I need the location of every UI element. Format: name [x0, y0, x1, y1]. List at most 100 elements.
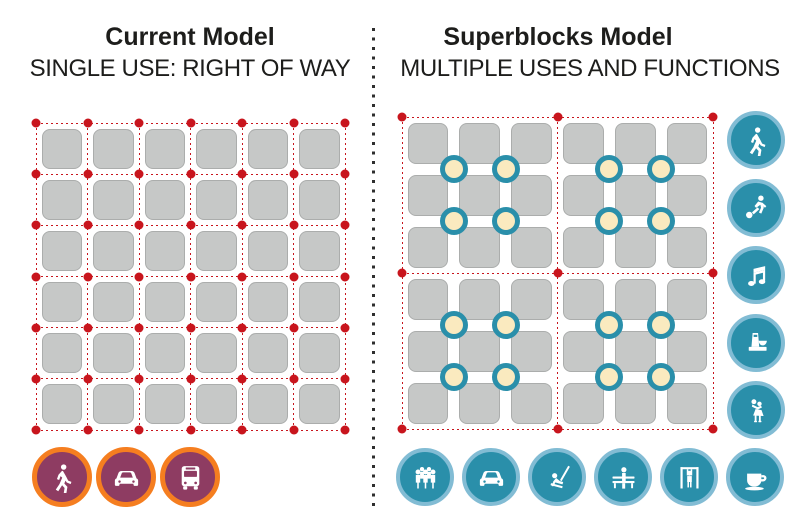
- intersection-dot: [134, 169, 144, 179]
- city-block: [196, 384, 237, 425]
- intersection-dot: [186, 169, 195, 179]
- soccer-badge: [727, 178, 785, 237]
- intersection-dot: [31, 323, 41, 333]
- city-block: [299, 384, 340, 425]
- city-block: [459, 330, 501, 372]
- intersection-dot: [289, 323, 298, 333]
- city-block: [41, 384, 82, 425]
- intersection-dot: [186, 272, 195, 281]
- intersection-dot: [186, 425, 195, 435]
- intersection-dot: [340, 169, 350, 179]
- interior-intersection-node: [595, 155, 624, 183]
- intersection-dot: [83, 220, 92, 230]
- interior-intersection-node: [439, 363, 468, 391]
- bus-icon: [181, 465, 199, 490]
- panel-divider-dotted-line: [372, 28, 375, 506]
- city-block: [196, 128, 237, 169]
- intersection-dot: [31, 118, 41, 128]
- interior-intersection-node: [647, 207, 676, 235]
- city-block: [563, 226, 604, 268]
- intersection-dot: [397, 424, 407, 434]
- interior-intersection-node: [491, 155, 520, 183]
- interior-intersection-node: [439, 311, 468, 339]
- intersection-dot: [237, 272, 247, 281]
- city-block: [666, 382, 708, 424]
- city-block: [299, 230, 340, 271]
- city-block: [407, 122, 449, 164]
- dancing-badge: [727, 381, 785, 439]
- music-icon: [747, 265, 765, 286]
- intersection-dot: [134, 425, 144, 435]
- music-badge: [727, 246, 785, 304]
- city-block: [614, 330, 656, 372]
- city-block: [511, 122, 552, 164]
- soccer-icon: [745, 195, 766, 219]
- intersection-dot: [186, 118, 195, 128]
- city-block: [407, 382, 449, 424]
- superblock-street-grid: [397, 112, 718, 434]
- city-block: [144, 230, 185, 271]
- city-block: [247, 230, 288, 271]
- intersection-dot: [340, 118, 350, 128]
- interior-intersection-node: [595, 311, 624, 339]
- city-block: [93, 179, 134, 220]
- intersection-dot: [340, 220, 350, 230]
- city-block: [563, 330, 604, 372]
- interior-intersection-node: [491, 207, 520, 235]
- intersection-dot: [237, 118, 247, 128]
- swing-icon: [550, 465, 570, 488]
- intersection-dot: [83, 272, 92, 281]
- interior-intersection-node: [491, 311, 520, 339]
- fountain-icon: [748, 332, 767, 351]
- city-block: [299, 179, 340, 220]
- intersection-dot: [134, 272, 144, 281]
- city-block: [196, 282, 237, 323]
- bench-icon: [612, 466, 634, 489]
- city-block: [93, 230, 134, 271]
- intersection-dot: [340, 425, 350, 435]
- intersection-dot: [83, 425, 92, 435]
- intersection-dot: [83, 374, 92, 384]
- city-block: [666, 226, 708, 268]
- city-block: [247, 128, 288, 169]
- intersection-dot: [237, 169, 247, 179]
- intersection-dot: [31, 272, 41, 281]
- interior-intersection-node: [647, 363, 676, 391]
- people-group-badge: [396, 448, 454, 506]
- city-block: [511, 330, 552, 372]
- city-block: [144, 128, 185, 169]
- city-block: [407, 174, 449, 216]
- city-block: [144, 179, 185, 220]
- car-badge: [96, 447, 156, 507]
- car-badge: [462, 448, 520, 506]
- intersection-dot: [186, 323, 195, 333]
- dancing-icon: [750, 398, 764, 422]
- city-block: [459, 278, 501, 320]
- city-block: [247, 179, 288, 220]
- city-block: [407, 330, 449, 372]
- interior-intersection-node: [647, 311, 676, 339]
- intersection-dot: [708, 424, 718, 434]
- people-group-icon: [415, 466, 435, 488]
- city-block: [247, 282, 288, 323]
- intersection-dot: [708, 268, 718, 278]
- bus-badge: [160, 447, 220, 507]
- intersection-dot: [186, 220, 195, 230]
- city-block: [511, 226, 552, 268]
- city-block: [196, 179, 237, 220]
- intersection-dot: [289, 220, 298, 230]
- city-block: [563, 278, 604, 320]
- intersection-dot: [340, 272, 350, 281]
- city-block: [41, 282, 82, 323]
- intersection-dot: [134, 118, 144, 128]
- city-block: [511, 382, 552, 424]
- intersection-dot: [289, 374, 298, 384]
- pedestrian-icon: [55, 463, 71, 493]
- car-icon: [114, 470, 138, 486]
- interior-intersection-node: [439, 207, 468, 235]
- pullup-bar-icon: [679, 466, 699, 488]
- city-block: [41, 128, 82, 169]
- intersection-dot: [397, 112, 407, 122]
- intersection-dot: [289, 169, 298, 179]
- current-street-grid: [31, 118, 350, 435]
